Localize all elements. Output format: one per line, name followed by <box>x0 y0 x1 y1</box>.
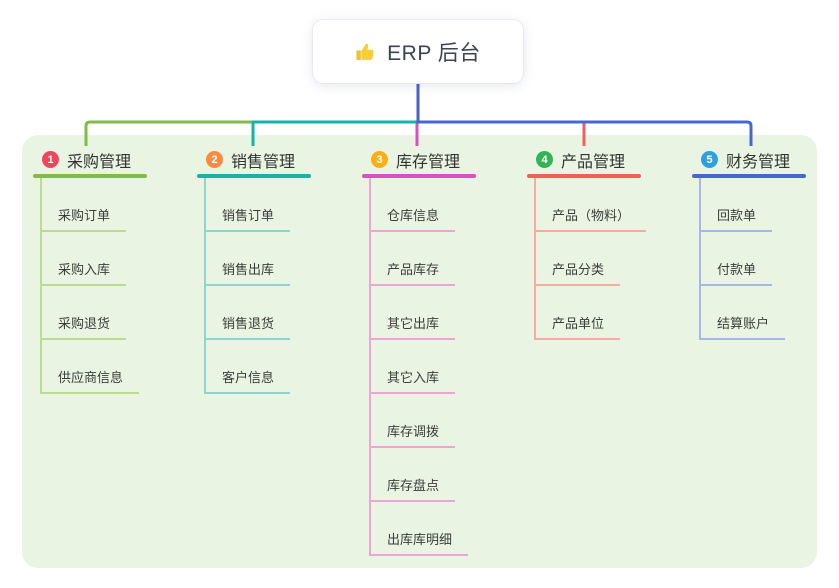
child-node[interactable]: 销售订单 <box>204 205 291 232</box>
child-node[interactable]: 客户信息 <box>204 367 291 394</box>
child-node[interactable]: 产品分类 <box>534 259 621 286</box>
child-row: 库存调拨 <box>362 394 476 448</box>
branch-children: 仓库信息产品库存其它出库其它入库库存调拨库存盘点出库库明细 <box>362 178 476 556</box>
child-node[interactable]: 产品库存 <box>369 259 456 286</box>
root-node[interactable]: ERP 后台 <box>313 20 523 83</box>
root-node-label: ERP 后台 <box>387 41 481 65</box>
branch-number-badge: 3 <box>371 151 388 168</box>
child-node[interactable]: 产品单位 <box>534 313 621 340</box>
branch-node[interactable]: 3 库存管理仓库信息产品库存其它出库其它入库库存调拨库存盘点出库库明细 <box>362 145 476 556</box>
child-node[interactable]: 采购订单 <box>40 205 127 232</box>
child-row: 产品（物料） <box>527 178 647 232</box>
child-node[interactable]: 采购退货 <box>40 313 127 340</box>
child-node[interactable]: 付款单 <box>699 259 773 286</box>
child-row: 出库库明细 <box>362 502 476 556</box>
child-row: 产品库存 <box>362 232 476 286</box>
branch-title[interactable]: 2 销售管理 <box>197 145 311 174</box>
child-row: 客户信息 <box>197 340 311 394</box>
branch-title[interactable]: 1 采购管理 <box>33 145 147 174</box>
child-node[interactable]: 采购入库 <box>40 259 127 286</box>
child-node[interactable]: 库存调拨 <box>369 421 456 448</box>
child-row: 结算账户 <box>692 286 806 340</box>
child-row: 付款单 <box>692 232 806 286</box>
child-connector-line <box>699 178 701 340</box>
branch-label: 采购管理 <box>67 153 132 171</box>
child-row: 采购退货 <box>33 286 147 340</box>
child-node[interactable]: 出库库明细 <box>369 529 469 556</box>
child-row: 仓库信息 <box>362 178 476 232</box>
child-row: 产品分类 <box>527 232 646 286</box>
mindmap-panel <box>22 135 817 568</box>
child-connector-line <box>204 178 206 394</box>
branch-number-badge: 5 <box>701 151 718 168</box>
child-connector-line <box>40 178 42 394</box>
branch-underline <box>527 174 641 178</box>
child-node[interactable]: 其它出库 <box>369 313 456 340</box>
branch-children: 销售订单销售出库销售退货客户信息 <box>197 178 311 394</box>
branch-underline <box>33 174 147 178</box>
child-node[interactable]: 仓库信息 <box>369 205 456 232</box>
child-row: 供应商信息 <box>33 340 147 394</box>
child-row: 其它入库 <box>362 340 476 394</box>
branch-label: 库存管理 <box>396 153 461 171</box>
child-row: 回款单 <box>692 178 806 232</box>
child-row: 销售出库 <box>197 232 311 286</box>
child-row: 采购订单 <box>33 178 147 232</box>
branch-underline <box>197 174 311 178</box>
branch-underline <box>692 174 806 178</box>
branch-label: 财务管理 <box>726 153 791 171</box>
child-row: 销售退货 <box>197 286 311 340</box>
branch-node[interactable]: 4 产品管理产品（物料） 产品分类产品单位 <box>527 145 647 340</box>
branch-children: 产品（物料） 产品分类产品单位 <box>527 178 647 340</box>
child-node[interactable]: 库存盘点 <box>369 475 456 502</box>
branch-number-badge: 2 <box>206 151 223 168</box>
child-row: 其它出库 <box>362 286 476 340</box>
child-node[interactable]: 回款单 <box>699 205 773 232</box>
branch-title[interactable]: 3 库存管理 <box>362 145 476 174</box>
child-node[interactable]: 销售出库 <box>204 259 291 286</box>
branch-label: 产品管理 <box>561 153 626 171</box>
child-connector-line <box>369 178 371 556</box>
branch-node[interactable]: 5 财务管理回款单付款单结算账户 <box>692 145 806 340</box>
branch-title[interactable]: 5 财务管理 <box>692 145 806 174</box>
child-node[interactable]: 产品（物料） <box>534 205 647 232</box>
branch-number-badge: 4 <box>536 151 553 168</box>
branch-underline <box>362 174 476 178</box>
branch-node[interactable]: 2 销售管理销售订单销售出库销售退货客户信息 <box>197 145 311 394</box>
child-node[interactable]: 其它入库 <box>369 367 456 394</box>
child-node[interactable]: 结算账户 <box>699 313 786 340</box>
branch-node[interactable]: 1 采购管理采购订单采购入库采购退货供应商信息 <box>33 145 147 394</box>
branch-children: 回款单付款单结算账户 <box>692 178 806 340</box>
branch-number-badge: 1 <box>42 151 59 168</box>
child-row: 产品单位 <box>527 286 646 340</box>
child-connector-line <box>534 178 536 340</box>
branch-label: 销售管理 <box>231 153 296 171</box>
branch-title[interactable]: 4 产品管理 <box>527 145 646 174</box>
thumbs-up-icon <box>355 41 377 63</box>
child-node[interactable]: 供应商信息 <box>40 367 140 394</box>
child-row: 采购入库 <box>33 232 147 286</box>
child-row: 销售订单 <box>197 178 311 232</box>
child-node[interactable]: 销售退货 <box>204 313 291 340</box>
branch-children: 采购订单采购入库采购退货供应商信息 <box>33 178 147 394</box>
child-row: 库存盘点 <box>362 448 476 502</box>
